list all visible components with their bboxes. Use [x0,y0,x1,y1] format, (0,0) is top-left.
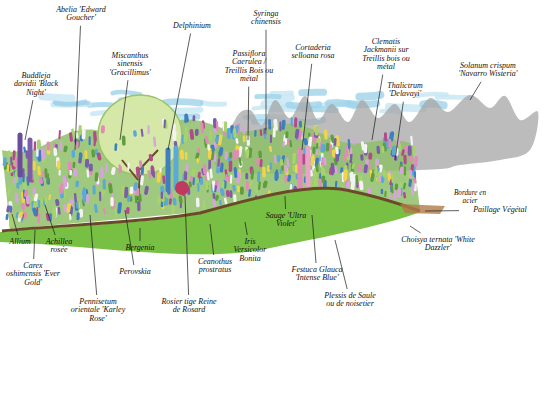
leader-line [245,222,247,235]
leader-line [425,210,459,211]
plant-label: Carex oshimensis 'Ever Gold' [6,262,60,287]
plant-label: Paillage Végétal [462,206,538,214]
lawn [0,189,420,254]
mulch-patch [400,204,445,214]
flower-spike [298,150,303,190]
flower-spike [166,150,171,190]
plant-label: Perovskia [114,268,156,276]
leader-line [90,215,97,295]
plant-label: Achillea rosée [40,238,78,255]
plant-label: Sauge 'Ultra Violet' [258,212,314,229]
flower-spike [28,140,33,180]
leader-line [34,230,35,259]
leader-line [395,102,403,160]
plant-label: Miscanthus sinensis 'Gracillimus' [102,52,158,77]
leader-line [168,33,191,150]
tree-trunk [122,150,158,200]
flower-spike [18,135,23,175]
plant-label: Passiflora Caerulea / Treillis Bois ou m… [220,50,278,84]
leader-line [185,196,189,295]
leader-line [25,100,33,140]
plant-label: Festuca Glauca 'Intense Blue' [290,266,344,283]
leader-line [470,82,481,100]
plant-label: Buddleja davidii 'Black Night' [10,72,62,97]
plant-label: Ceanothus prostratus [192,258,238,275]
leader-line [140,228,141,241]
flower-spike [174,148,179,188]
plant-label: Cortaderia selloana rosa [288,44,338,61]
leader-line [12,214,18,235]
plant-label: Clematis Jackmanii sur Treillis bois ou … [358,38,414,72]
flower-spike [306,148,311,188]
plant-label: Plessis de Saule ou de noisetier [324,292,376,309]
plant-label: Solanum crispum 'Navarro Wisteria' [456,62,520,79]
leader-line [120,80,128,140]
plant-label: Iris Versicolor Bonita [228,238,272,263]
leader-line [410,226,421,233]
standard-rose [175,181,189,195]
plant-label: Abelia 'Edward Goucher' [56,6,106,23]
plant-label: Pennisetum orientale 'Karley Rose' [70,298,126,323]
leader-line [285,196,287,209]
leader-line [125,210,134,265]
plant-label: Allium [4,238,36,246]
leader-line [266,30,267,130]
plant-label: Rosier tige Reine de Rosard [158,298,220,315]
leader-line [75,26,80,150]
plant-label: Bergenia [120,244,160,252]
leader-line [45,205,55,235]
leader-line [248,87,250,140]
plant-label: Thalictrum 'Delavayi' [380,82,430,99]
leader-line [312,215,316,263]
background-shrubs [213,95,539,174]
plant-label: Syringa chinensis [244,10,288,27]
wattle-edging [2,188,420,231]
leader-line [210,224,214,255]
leader-line [302,64,312,150]
leader-line [372,75,383,140]
plant-label: Delphinium [166,22,218,30]
plant-label: Choisya ternata 'White Dazzler' [396,236,480,253]
plant-label: Bordure en acier [448,190,492,205]
